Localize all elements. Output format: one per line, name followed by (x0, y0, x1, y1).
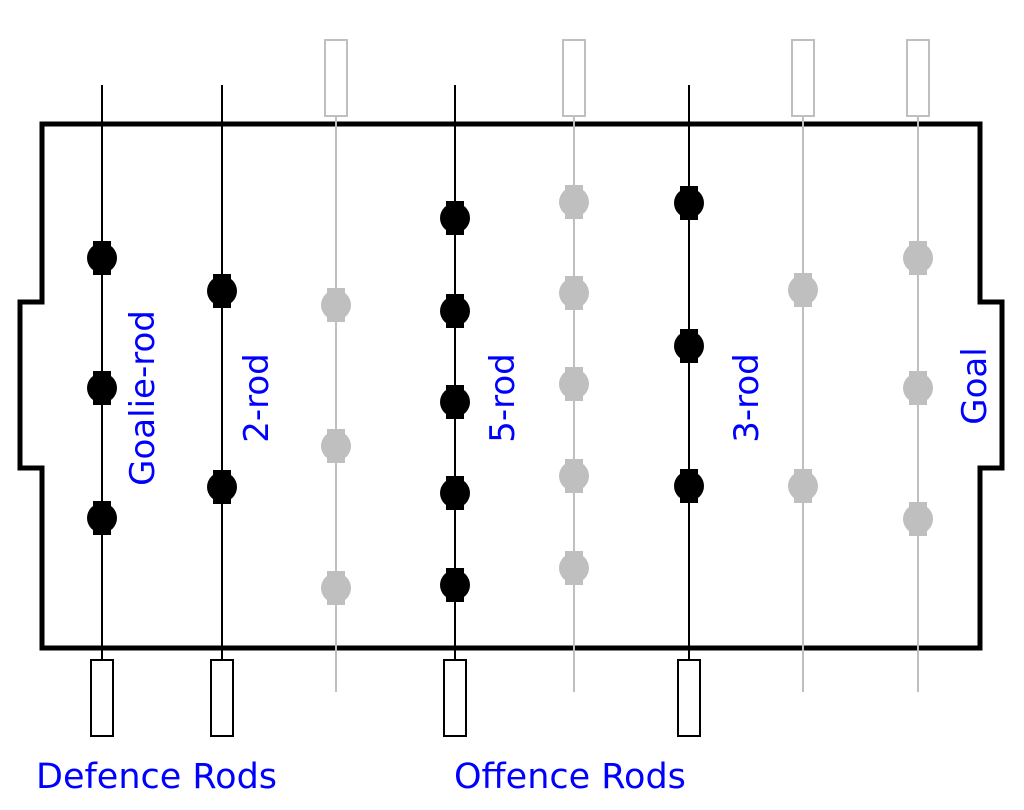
three-rod-label: 3-rod (727, 353, 767, 443)
player-head (674, 471, 704, 501)
rod-handle (443, 659, 467, 737)
player-head (440, 478, 470, 508)
player-head (207, 276, 237, 306)
defence-rods-label: Defence Rods (36, 757, 277, 797)
player-figure (440, 568, 470, 602)
rod-goalie (87, 85, 117, 737)
player-head (321, 431, 351, 461)
player-head (87, 373, 117, 403)
rod-handle (562, 39, 586, 117)
table-outline (17, 121, 1005, 651)
rod-two (207, 85, 237, 737)
rod-handle (324, 39, 348, 117)
player-head (903, 243, 933, 273)
player-figure (559, 459, 589, 493)
player-head (440, 387, 470, 417)
player-figure (440, 294, 470, 328)
player-figure (207, 274, 237, 308)
player-figure (440, 201, 470, 235)
player-head (559, 278, 589, 308)
player-figure (321, 571, 351, 605)
rod-handle (791, 39, 815, 117)
player-head (559, 369, 589, 399)
player-figure (903, 502, 933, 536)
rod-opp-five (559, 39, 589, 692)
five-rod-label: 5-rod (483, 353, 523, 443)
player-figure (674, 329, 704, 363)
player-head (559, 553, 589, 583)
player-figure (87, 501, 117, 535)
rod-three (674, 85, 704, 737)
rod-handle (906, 39, 930, 117)
player-head (321, 573, 351, 603)
rod-five (440, 85, 470, 737)
player-head (674, 331, 704, 361)
player-head (559, 461, 589, 491)
player-figure (559, 551, 589, 585)
rod-handle (210, 659, 234, 737)
player-figure (207, 470, 237, 504)
player-head (87, 503, 117, 533)
player-head (207, 472, 237, 502)
player-figure (87, 371, 117, 405)
player-figure (559, 185, 589, 219)
player-head (674, 188, 704, 218)
rod-opp-goalie (903, 39, 933, 692)
player-figure (674, 186, 704, 220)
rod-opp-two (788, 39, 818, 692)
two-rod-label: 2-rod (237, 353, 277, 443)
player-head (788, 275, 818, 305)
rod-handle (90, 659, 114, 737)
player-head (440, 296, 470, 326)
player-figure (903, 241, 933, 275)
player-head (559, 187, 589, 217)
player-head (87, 243, 117, 273)
player-head (903, 373, 933, 403)
rod-opp-three (321, 39, 351, 692)
player-figure (788, 469, 818, 503)
offence-rods-label: Offence Rods (454, 757, 686, 797)
player-head (321, 290, 351, 320)
player-head (788, 471, 818, 501)
rod-handle (677, 659, 701, 737)
goal-label: Goal (955, 347, 995, 424)
player-figure (788, 273, 818, 307)
player-figure (321, 429, 351, 463)
player-figure (559, 367, 589, 401)
player-head (440, 570, 470, 600)
rods-layer (87, 39, 933, 737)
player-head (440, 203, 470, 233)
goalie-rod-label: Goalie-rod (123, 310, 163, 486)
player-figure (559, 276, 589, 310)
player-figure (440, 385, 470, 419)
player-figure (903, 371, 933, 405)
player-figure (440, 476, 470, 510)
player-figure (87, 241, 117, 275)
player-figure (674, 469, 704, 503)
player-head (903, 504, 933, 534)
player-figure (321, 288, 351, 322)
